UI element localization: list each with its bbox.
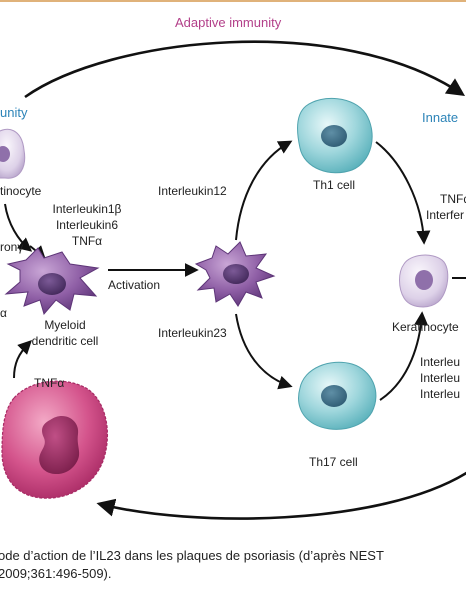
right-bottom-cytokine-3: Interleu xyxy=(420,387,461,401)
bottom-return-arrow xyxy=(96,471,466,520)
immunity-partial-label: unity xyxy=(0,105,28,120)
th17-label: Th17 cell xyxy=(309,455,358,469)
left-cytokine-2: Interleukin6 xyxy=(55,218,119,232)
adaptive-immunity-label: Adaptive immunity xyxy=(175,15,282,30)
arrow-il23-to-th17 xyxy=(235,313,293,390)
innate-label-right: Innate xyxy=(422,110,459,125)
right-bottom-cytokine-1: Interleu xyxy=(420,355,461,369)
myeloid-dc-label-1: Myeloid xyxy=(44,318,86,332)
figure-caption: ode d’action de l’IL23 dans les plaques … xyxy=(0,540,466,600)
myeloid-dendritic-nucleus xyxy=(38,273,66,295)
interferon-partial-label: ronγ xyxy=(0,240,24,254)
activated-dendritic-nucleus xyxy=(223,264,249,284)
arrow-il12-to-th1 xyxy=(235,140,293,241)
th1-label: Th1 cell xyxy=(313,178,356,192)
arrow-neutrophil-to-dc xyxy=(13,340,32,379)
alpha-partial-label: α xyxy=(0,306,7,320)
diagram-canvas xyxy=(0,40,466,520)
arrow-th1-to-keratinocyte xyxy=(375,141,431,245)
keratinocyte-left-cell xyxy=(0,128,26,179)
figure-panel: Adaptive immunity unity Innate tinocyte … xyxy=(0,0,466,520)
caption-line-2: 2009;361:496-509). xyxy=(0,566,112,581)
adaptive-arc-arrow xyxy=(24,40,466,99)
right-bottom-cytokine-2: Interleu xyxy=(420,371,461,385)
left-cytokine-3: TNFα xyxy=(71,234,103,248)
keratinocyte-right-label: Keratinocyte xyxy=(392,320,459,334)
right-top-cytokine-2: Interfer xyxy=(426,208,465,222)
th17-nucleus xyxy=(321,385,347,407)
neutrophil-nucleus xyxy=(39,415,80,475)
caption-line-1: ode d’action de l’IL23 dans les plaques … xyxy=(0,548,384,563)
keratinocyte-left-label: tinocyte xyxy=(0,184,42,198)
activation-label: Activation xyxy=(108,278,161,292)
tnfa-neutrophil-label: TNFα xyxy=(34,376,65,390)
arrow-th17-to-keratinocyte xyxy=(379,311,429,401)
interleukin12-label: Interleukin12 xyxy=(158,184,227,198)
interleukin23-label: Interleukin23 xyxy=(158,326,227,340)
right-top-cytokine-1: TNFα xyxy=(440,192,466,206)
keratinocyte-right-nucleus xyxy=(415,270,433,290)
left-cytokine-1: Interleukin1β xyxy=(52,202,122,216)
myeloid-dc-label-2: dendritic cell xyxy=(31,334,99,348)
keratinocyte-left-nucleus xyxy=(0,146,10,162)
arrow-keratinocyte-to-dc xyxy=(4,203,33,252)
th1-nucleus xyxy=(321,125,347,147)
